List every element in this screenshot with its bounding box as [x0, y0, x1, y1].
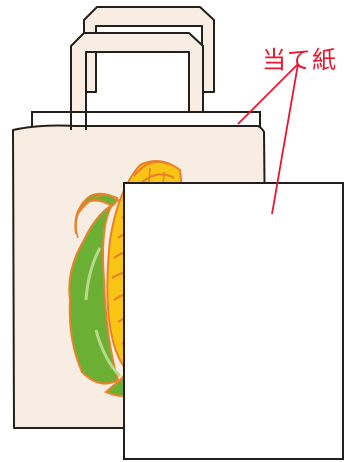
annotation-label: 当て紙	[262, 46, 337, 74]
backing-paper-sheet	[123, 182, 344, 460]
annotation-leader-lines	[237, 63, 299, 215]
